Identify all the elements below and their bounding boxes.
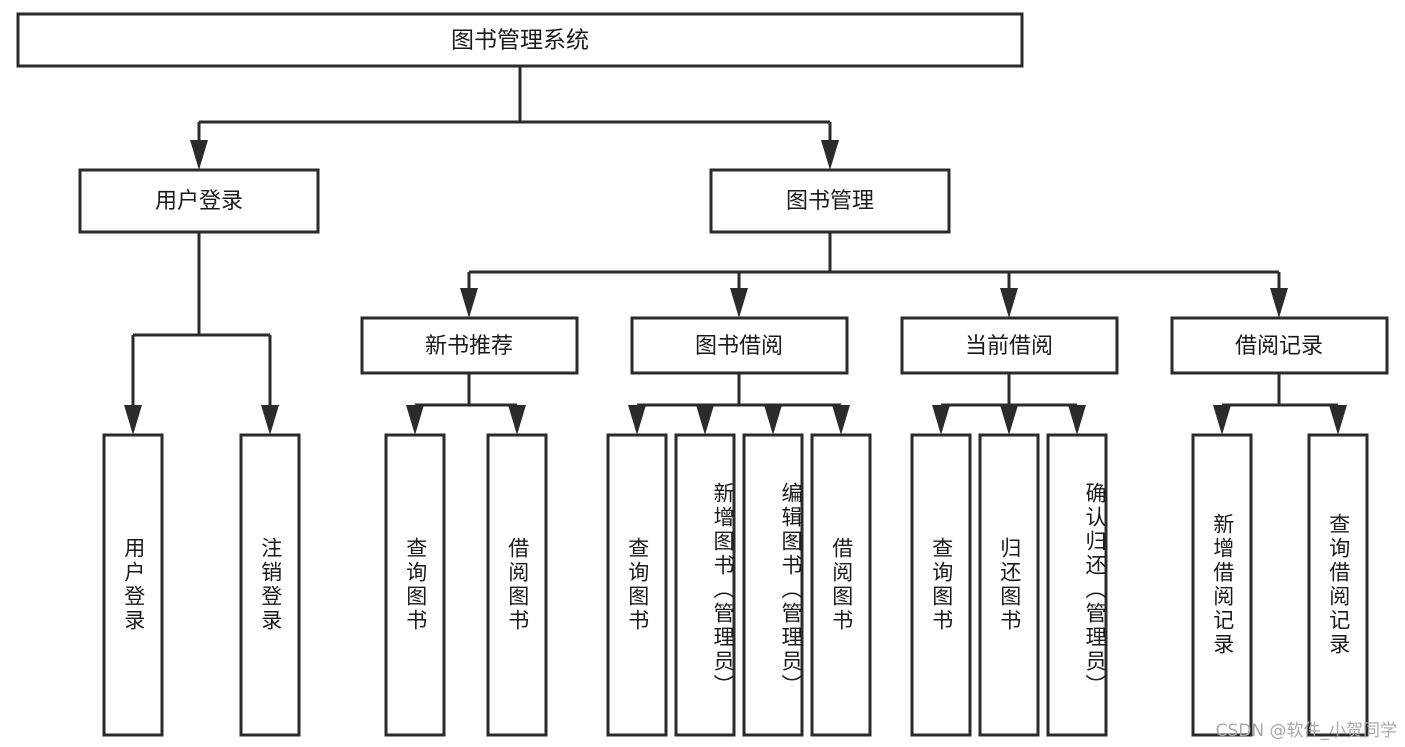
node-book-borrow[interactable]: 图书借阅 xyxy=(630,316,849,375)
arrow-head-br-leaf-2 xyxy=(1329,405,1347,435)
arrow-head-user-login xyxy=(190,140,208,170)
node-user-login-label: 用户登录 xyxy=(155,189,243,214)
node-root-box[interactable] xyxy=(16,12,1024,68)
node-current-borrow[interactable]: 当前借阅 xyxy=(900,316,1119,375)
node-new-book-recommend[interactable]: 新书推荐 xyxy=(360,316,579,375)
arrow-head-borrow-record xyxy=(1270,288,1288,318)
leaf-box-bb-3[interactable] xyxy=(742,433,804,737)
node-book-management[interactable]: 图书管理 xyxy=(709,168,951,234)
leaf-box-br-2[interactable] xyxy=(1307,433,1369,737)
connector-group-root xyxy=(190,66,839,170)
arrow-head-new-book-recommend xyxy=(460,288,478,318)
arrow-head-cb-leaf-3 xyxy=(1068,405,1086,435)
node-user-login[interactable]: 用户登录 xyxy=(78,168,320,234)
connector-group-current-borrow xyxy=(932,373,1086,435)
connector-group-new-book-recommend xyxy=(406,373,526,435)
leaf-box-user-login-1[interactable] xyxy=(102,433,164,737)
node-borrow-record[interactable]: 借阅记录 xyxy=(1170,316,1389,375)
arrow-head-cb-leaf-2 xyxy=(1000,405,1018,435)
node-book-management-box[interactable] xyxy=(709,168,951,234)
node-current-borrow-label: 当前借阅 xyxy=(965,334,1053,359)
csdn-watermark: CSDN @软件_小贺同学 xyxy=(1215,721,1397,741)
arrow-head-bb-leaf-1 xyxy=(628,405,646,435)
leaf-box-cb-2[interactable] xyxy=(978,433,1040,737)
node-root[interactable]: 图书管理系统 xyxy=(16,12,1024,68)
arrow-head-book-borrow xyxy=(730,288,748,318)
connector-group-borrow-record xyxy=(1213,373,1347,435)
node-book-borrow-box[interactable] xyxy=(630,316,849,375)
node-user-login-box[interactable] xyxy=(78,168,320,234)
arrow-head-ul-leaf-1 xyxy=(124,405,142,435)
node-root-label: 图书管理系统 xyxy=(451,28,589,54)
arrow-head-book-mgmt xyxy=(821,140,839,170)
arrow-head-nbr-leaf-2 xyxy=(508,405,526,435)
arrow-head-bb-leaf-2 xyxy=(696,405,714,435)
node-borrow-record-box[interactable] xyxy=(1170,316,1389,375)
node-book-management-label: 图书管理 xyxy=(786,189,874,214)
arrow-head-bb-leaf-3 xyxy=(764,405,782,435)
leaf-box-bb-2[interactable] xyxy=(674,433,736,737)
arrow-head-nbr-leaf-1 xyxy=(406,405,424,435)
leaf-box-bb-4[interactable] xyxy=(810,433,872,737)
leaf-box-nbr-1[interactable] xyxy=(384,433,446,737)
leaf-box-br-1[interactable] xyxy=(1191,433,1253,737)
leaf-box-bb-1[interactable] xyxy=(606,433,668,737)
arrow-head-current-borrow xyxy=(1000,288,1018,318)
leaf-box-nbr-2[interactable] xyxy=(486,433,548,737)
node-borrow-record-label: 借阅记录 xyxy=(1235,334,1323,359)
leaf-box-cb-3[interactable] xyxy=(1046,433,1108,737)
node-current-borrow-box[interactable] xyxy=(900,316,1119,375)
arrow-head-br-leaf-1 xyxy=(1213,405,1231,435)
connector-group-user-login xyxy=(124,232,279,435)
arrow-head-bb-leaf-4 xyxy=(832,405,850,435)
arrow-head-cb-leaf-1 xyxy=(932,405,950,435)
connector-group-book-mgmt xyxy=(460,232,1288,318)
node-book-borrow-label: 图书借阅 xyxy=(695,334,783,359)
node-new-book-recommend-box[interactable] xyxy=(360,316,579,375)
node-new-book-recommend-label: 新书推荐 xyxy=(425,334,513,359)
leaf-box-cb-1[interactable] xyxy=(910,433,972,737)
leaf-box-user-login-2[interactable] xyxy=(239,433,301,737)
connector-group-book-borrow xyxy=(628,373,850,435)
arrow-head-ul-leaf-2 xyxy=(261,405,279,435)
